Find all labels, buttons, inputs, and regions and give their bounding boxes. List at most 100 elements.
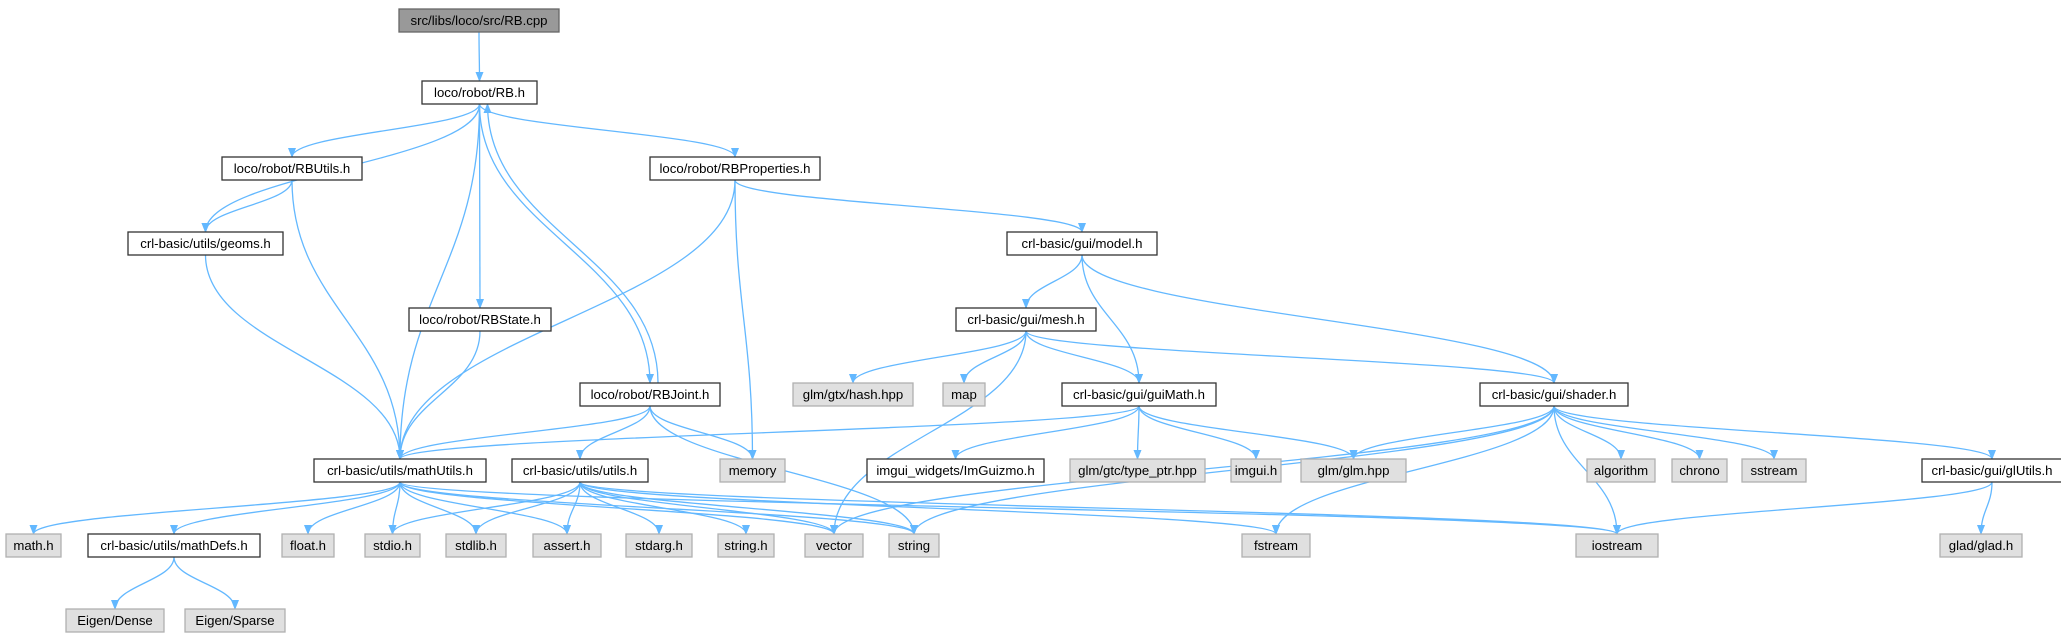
edge-rbcpp-to-rbh <box>475 31 484 82</box>
edge-glutils-to-gladh <box>1977 481 1993 535</box>
edge-shader-to-sstream <box>1553 405 1778 460</box>
node-typeptr: glm/gtc/type_ptr.hpp <box>1069 458 1206 483</box>
node-label: stdlib.h <box>455 538 497 553</box>
node-dense: Eigen/Dense <box>65 608 165 633</box>
node-imgui: imgui.h <box>1230 458 1282 483</box>
node-label: iostream <box>1592 538 1643 553</box>
node-box <box>281 533 335 558</box>
node-box <box>1479 382 1629 407</box>
node-label: vector <box>816 538 853 553</box>
node-label: Eigen/Sparse <box>195 613 274 628</box>
node-box <box>1006 231 1158 256</box>
node-rbcpp[interactable]: src/libs/loco/src/RB.cpp <box>398 8 560 33</box>
node-rbprops[interactable]: loco/robot/RBProperties.h <box>649 156 821 181</box>
node-label: string.h <box>724 538 767 553</box>
node-label: loco/robot/RB.h <box>434 85 525 100</box>
edge-mesh-to-map <box>960 330 1027 384</box>
edge-mathutils-to-vector <box>399 481 838 535</box>
node-mesh[interactable]: crl-basic/gui/mesh.h <box>955 307 1097 332</box>
node-label: loco/robot/RBState.h <box>419 312 541 327</box>
node-label: string <box>898 538 930 553</box>
node-label: stdarg.h <box>635 538 683 553</box>
edge-rbjoint-to-rbh <box>483 103 659 384</box>
node-algorithm: algorithm <box>1586 458 1656 483</box>
edge-rbprops-to-mathutils <box>396 179 736 460</box>
edge-rbh-to-rbstate <box>475 103 484 309</box>
node-imguizmo[interactable]: imgui_widgets/ImGuizmo.h <box>866 458 1045 483</box>
node-box <box>5 533 62 558</box>
node-box <box>1069 458 1206 483</box>
node-sparse: Eigen/Sparse <box>184 608 286 633</box>
node-label: fstream <box>1254 538 1298 553</box>
node-box <box>942 382 986 407</box>
edge-mathutils-to-math <box>29 481 401 535</box>
node-geoms[interactable]: crl-basic/utils/geoms.h <box>127 231 284 256</box>
node-stdio: stdio.h <box>364 533 421 558</box>
node-label: imgui.h <box>1235 463 1278 478</box>
node-label: glad/glad.h <box>1949 538 2014 553</box>
edge-rbjoint-to-mathutils <box>396 405 651 460</box>
node-box <box>1241 533 1311 558</box>
node-label: glm/gtx/hash.hpp <box>803 387 903 402</box>
node-box <box>445 533 507 558</box>
edge-rbstate-to-mathutils <box>396 330 481 460</box>
node-chrono: chrono <box>1671 458 1728 483</box>
node-box <box>717 533 775 558</box>
edge-glutils-to-iostream <box>1613 481 1993 535</box>
node-model[interactable]: crl-basic/gui/model.h <box>1006 231 1158 256</box>
node-hash: glm/gtx/hash.hpp <box>792 382 914 407</box>
node-label: crl-basic/gui/model.h <box>1022 236 1143 251</box>
node-label: glm/glm.hpp <box>1318 463 1390 478</box>
node-rbutils[interactable]: loco/robot/RBUtils.h <box>221 156 363 181</box>
edge-shader-to-iostream <box>1553 405 1621 535</box>
edge-mathutils-to-iostream <box>399 481 1621 535</box>
node-shader[interactable]: crl-basic/gui/shader.h <box>1479 382 1629 407</box>
edge-guimath-to-mathutils <box>396 405 1140 460</box>
node-glutils[interactable]: crl-basic/gui/glUtils.h <box>1921 458 2061 483</box>
edge-mathutils-to-string <box>399 481 918 535</box>
node-fstream: fstream <box>1241 533 1311 558</box>
node-rbjoint[interactable]: loco/robot/RBJoint.h <box>579 382 721 407</box>
node-label: memory <box>729 463 777 478</box>
node-utils[interactable]: crl-basic/utils/utils.h <box>511 458 649 483</box>
node-stdlib: stdlib.h <box>445 533 507 558</box>
edge-utils-to-iostream <box>579 481 1621 535</box>
node-map: map <box>942 382 986 407</box>
node-box <box>1921 458 2061 483</box>
node-box <box>408 307 552 332</box>
edge-guimath-to-imgui <box>1138 405 1260 460</box>
edge-rbjoint-to-memory <box>649 405 757 460</box>
node-label: math.h <box>13 538 53 553</box>
node-label: Eigen/Dense <box>77 613 153 628</box>
node-label: src/libs/loco/src/RB.cpp <box>410 13 547 28</box>
edge-utils-to-stdio <box>388 481 581 535</box>
edge-mathdefs-to-sparse <box>173 556 239 610</box>
edge-rbh-to-rbutils <box>288 103 481 158</box>
node-gladh: glad/glad.h <box>1939 533 2023 558</box>
node-label: map <box>951 387 977 402</box>
node-guimath[interactable]: crl-basic/gui/guiMath.h <box>1061 382 1217 407</box>
node-box <box>1300 458 1407 483</box>
edge-rbh-to-rbjoint <box>478 103 654 384</box>
node-box <box>792 382 914 407</box>
node-iostream: iostream <box>1575 533 1659 558</box>
node-box <box>579 382 721 407</box>
node-sstream: sstream <box>1741 458 1807 483</box>
node-stdarg: stdarg.h <box>625 533 693 558</box>
node-label: algorithm <box>1594 463 1648 478</box>
edge-utils-to-string <box>579 481 918 535</box>
node-box <box>398 8 560 33</box>
node-rbh[interactable]: loco/robot/RB.h <box>421 80 538 105</box>
edge-utils-to-assert <box>563 481 581 535</box>
node-mathdefs[interactable]: crl-basic/utils/mathDefs.h <box>87 533 261 558</box>
node-box <box>649 156 821 181</box>
node-label: crl-basic/utils/mathUtils.h <box>327 463 473 478</box>
node-box <box>421 80 538 105</box>
node-label: crl-basic/gui/mesh.h <box>967 312 1084 327</box>
node-box <box>532 533 602 558</box>
edge-model-to-shader <box>1081 254 1558 384</box>
node-box <box>87 533 261 558</box>
edge-shader-to-algorithm <box>1553 405 1625 460</box>
node-mathutils[interactable]: crl-basic/utils/mathUtils.h <box>313 458 487 483</box>
node-rbstate[interactable]: loco/robot/RBState.h <box>408 307 552 332</box>
